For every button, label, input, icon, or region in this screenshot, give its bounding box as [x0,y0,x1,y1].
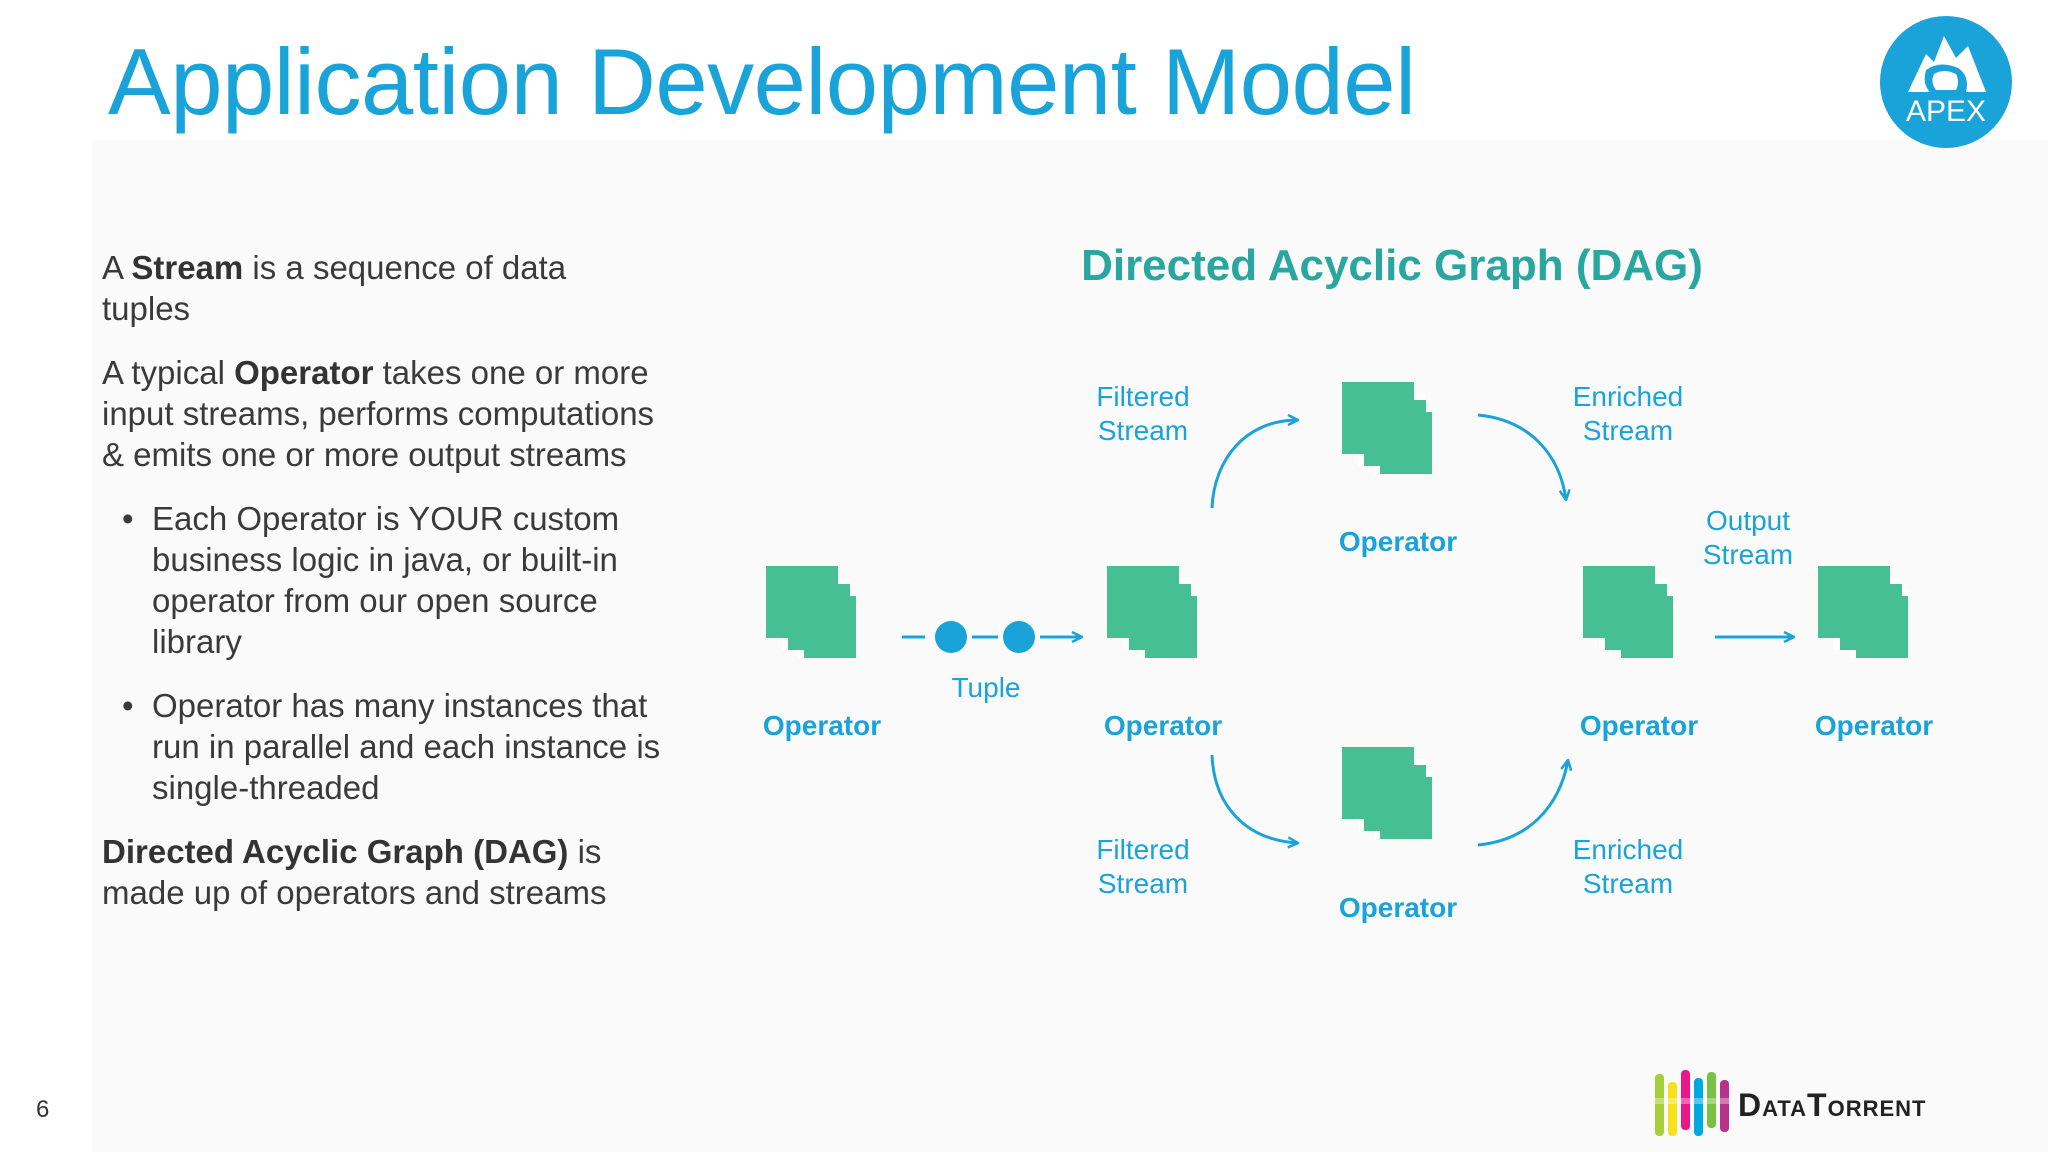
datatorrent-wordmark: DataTorrent [1738,1087,1927,1123]
bullet-glyph: • [122,687,134,724]
operator-label: Operator [1339,526,1457,557]
operator-label: Operator [1815,710,1933,741]
bullet-item: •Each Operator is YOUR custom business l… [122,500,620,660]
filtered-stream-bottom-label: Filtered [1096,834,1189,865]
content-panel [92,140,2048,1152]
dag-title: Directed Acyclic Graph (DAG) [1081,241,1703,290]
operator-icon-bottom [1342,747,1432,839]
enriched-stream-bottom-label: Stream [1583,868,1673,899]
enriched-stream-top-label: Stream [1583,415,1673,446]
operator-icon-top [1342,382,1432,474]
operator-bullets: •Each Operator is YOUR custom business l… [102,498,662,808]
tuple-dot [1003,621,1035,653]
operator-label: Operator [1104,710,1222,741]
enriched-stream-top-arrow [1477,413,1566,500]
operator-icon-sink [1818,566,1908,658]
page-number: 6 [36,1096,50,1123]
enriched-stream-top-label: Enriched [1573,381,1684,412]
tuple-stream [902,621,1082,653]
bullet-item: •Operator has many instances that run in… [122,687,661,806]
filtered-stream-top-arrow [1210,420,1298,509]
slide-title: Application Development Model [108,29,1416,134]
enriched-stream-bottom-label: Enriched [1573,834,1684,865]
filtered-stream-top-label: Stream [1098,415,1188,446]
operator-definition: A typical Operator takes one or more inp… [102,354,655,473]
apex-logo-text: APEX [1906,95,1986,128]
operator-label: Operator [1580,710,1698,741]
datatorrent-logo: DataTorrent [1655,1070,1927,1136]
dag-definition: Directed Acyclic Graph (DAG) is made up … [102,833,607,911]
output-stream-label: Stream [1703,539,1793,570]
enriched-stream-bottom-arrow [1477,760,1568,847]
bullet-glyph: • [122,500,134,537]
tuple-label: Tuple [951,672,1020,703]
operator-icon-source [766,566,856,658]
operator-icon-2 [1107,566,1197,658]
stream-definition: A Stream is a sequence of data tuples [102,249,567,327]
filtered-stream-bottom-label: Stream [1098,868,1188,899]
output-stream-label: Output [1706,505,1790,536]
mountain-gorilla-icon [1908,36,1986,92]
apex-logo: APEX [1880,16,2012,148]
filtered-stream-bottom-arrow [1210,754,1298,843]
datatorrent-mark-icon [1655,1070,1729,1136]
tuple-dot [935,621,967,653]
operator-label: Operator [1339,892,1457,923]
operator-icon-merge [1583,566,1673,658]
operator-label: Operator [763,710,881,741]
filtered-stream-top-label: Filtered [1096,381,1189,412]
explanation-text: A Stream is a sequence of data tuples A … [102,247,662,936]
